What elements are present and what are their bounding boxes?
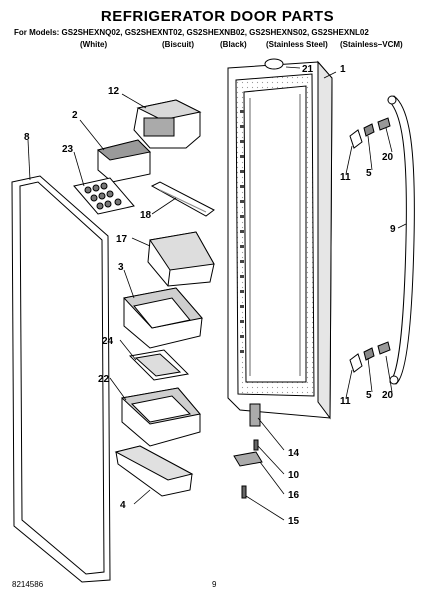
- variant-black: (Black): [220, 40, 247, 49]
- callout-1: 1: [340, 64, 346, 75]
- callout-21: 21: [302, 64, 314, 75]
- callout-4: 4: [120, 500, 126, 511]
- callout-14: 14: [288, 448, 300, 459]
- bottom-door-bin: [114, 445, 194, 497]
- upper-door-shelf: [147, 231, 215, 287]
- callout-11-top: 11: [340, 172, 351, 183]
- callout-15: 15: [288, 516, 300, 527]
- egg-tray: [73, 177, 135, 215]
- callout-labels: 1 21 12 2 8 23 18 20 11 5 9 17 3 24 22 2…: [24, 64, 396, 527]
- callout-8: 8: [24, 132, 30, 143]
- callout-20-top: 20: [382, 152, 394, 163]
- variant-white: (White): [80, 40, 108, 49]
- callout-5-bottom: 5: [366, 390, 372, 401]
- callout-18: 18: [140, 210, 152, 221]
- variant-stainless: (Stainless Steel): [266, 40, 328, 49]
- callout-3: 3: [118, 262, 124, 273]
- callout-9: 9: [390, 224, 396, 235]
- page-title: REFRIGERATOR DOOR PARTS: [100, 8, 335, 25]
- callout-20-bottom: 20: [382, 390, 394, 401]
- document-number: 8214586: [12, 580, 44, 589]
- door-bin-lower: [120, 387, 201, 447]
- dairy-compartment: [133, 99, 202, 149]
- callout-5-top: 5: [366, 168, 372, 179]
- hinge-hardware: [233, 403, 263, 499]
- callout-10: 10: [288, 470, 300, 481]
- door-shelf-rail: [150, 181, 215, 217]
- door-bin-large: [123, 287, 203, 349]
- door-handle: [387, 95, 415, 385]
- callout-11-bottom: 11: [340, 396, 351, 407]
- plug-cap: [264, 58, 284, 70]
- hardware-top: [349, 117, 391, 149]
- door-liner-tabs: [240, 110, 244, 353]
- callout-16: 16: [288, 490, 300, 501]
- callout-12: 12: [108, 86, 120, 97]
- callout-2: 2: [72, 110, 78, 121]
- callout-24: 24: [102, 336, 114, 347]
- door-panel: [227, 60, 333, 420]
- callout-17: 17: [116, 234, 128, 245]
- dairy-door: [96, 139, 152, 183]
- variant-stainless-vcm: (Stainless–VCM): [340, 40, 403, 49]
- callout-23: 23: [62, 144, 74, 155]
- models-line: For Models: GS2SHEXNQ02, GS2SHEXNT02, GS…: [14, 28, 369, 37]
- leader-lines: [27, 66, 407, 521]
- callout-22: 22: [98, 374, 110, 385]
- door-gasket: [11, 175, 111, 583]
- tray-insert: [128, 349, 190, 381]
- hardware-bottom: [349, 341, 391, 373]
- page-number: 9: [212, 580, 217, 589]
- variant-biscuit: (Biscuit): [162, 40, 194, 49]
